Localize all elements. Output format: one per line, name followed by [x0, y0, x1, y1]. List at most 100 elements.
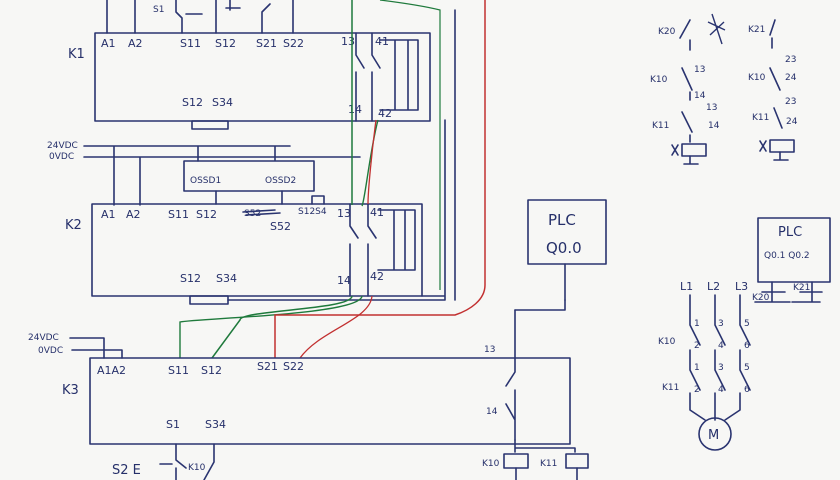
motor-k10: K10 — [658, 337, 676, 347]
aux-k20-contact — [679, 19, 691, 51]
motor-n3b: 3 — [718, 363, 724, 373]
k1-41: 41 — [375, 35, 389, 48]
k2-s12-bottom: S12 — [180, 272, 201, 285]
plc1-output: Q0.0 — [546, 239, 582, 257]
aux-coil-left-marks — [671, 144, 699, 165]
motor-m: M — [708, 428, 719, 443]
phase-l3: L3 — [735, 280, 748, 293]
motor-circuit: L1 L2 L3 K10 K11 1 3 5 2 4 6 1 3 5 2 4 6… — [658, 280, 751, 451]
supply-24vdc: 24VDC — [47, 141, 78, 151]
k3-s34: S34 — [205, 418, 226, 431]
motor-n2b: 2 — [694, 385, 700, 395]
aux-k20: K20 — [658, 27, 676, 37]
plc2-box — [757, 217, 831, 283]
aux-k10a: K10 — [650, 75, 668, 85]
k1-top-wires — [106, 0, 294, 34]
motor-n5: 5 — [744, 319, 750, 329]
aux-13a: 13 — [694, 65, 705, 75]
k3-output-contact — [505, 309, 516, 441]
plc2-outputs: Q0.1 Q0.2 — [764, 251, 810, 261]
aux-14b: 14 — [708, 121, 720, 131]
k2-contacts — [349, 203, 377, 297]
k3-s11: S11 — [168, 364, 189, 377]
green-wire-2 — [179, 119, 379, 358]
k3-13: 13 — [484, 345, 495, 355]
aux-coil-right — [769, 139, 795, 153]
k2-41: 41 — [370, 206, 384, 219]
supply-wires — [83, 145, 361, 206]
aux-coil-right-marks — [759, 140, 789, 161]
red-wire-2 — [299, 119, 377, 359]
aux-23b: 23 — [785, 97, 796, 107]
plc2-wires — [754, 281, 823, 303]
k3-output-wires — [514, 299, 576, 453]
supply-rails: 24VDC 0VDC 24VDC 0VDC — [28, 141, 361, 359]
k3-s2-label: S2 E — [112, 463, 141, 478]
green-wire-3 — [379, 0, 441, 290]
plc1-box — [527, 199, 607, 265]
supply-0vdc: 0VDC — [49, 152, 74, 162]
k2-a2: A2 — [126, 208, 141, 221]
k2-return-wire — [227, 119, 446, 301]
k2-s12s4: S12S4 — [298, 207, 327, 217]
k1-a2: A2 — [128, 37, 143, 50]
motor-n6: 6 — [744, 341, 750, 351]
k1-42: 42 — [378, 107, 392, 120]
k1-s11: S11 — [180, 37, 201, 50]
k3-s21: S21 — [257, 360, 278, 373]
motor-n6b: 6 — [744, 385, 750, 395]
k1-relay: K1 A1 A2 S11 S12 S21 S22 13 41 14 42 S12… — [68, 0, 431, 130]
k3-k10-label: K10 — [188, 463, 206, 473]
supply-24vdc-k3: 24VDC — [28, 333, 59, 343]
ossd-block — [183, 160, 315, 192]
aux-coil-left — [681, 143, 707, 157]
aux-24b: 24 — [786, 117, 798, 127]
plc-q00: PLC Q0.0 — [527, 199, 607, 301]
aux-contacts: K20 K21 23 K10 13 14 K10 24 K11 13 14 K1… — [650, 13, 798, 165]
coil-wires — [515, 467, 578, 480]
aux-k11b-contact — [773, 107, 783, 129]
plc1-title: PLC — [548, 211, 576, 229]
output-coils: K10 K11 — [482, 453, 589, 480]
motor-leads — [689, 392, 741, 421]
k1-contacts — [355, 32, 381, 122]
k3-box — [89, 357, 571, 445]
k2-s52: S52 — [270, 220, 291, 233]
aux-k21: K21 — [748, 25, 765, 35]
phase-l2: L2 — [707, 280, 720, 293]
k1-jumper — [191, 120, 229, 130]
k1-feedback-loop — [379, 39, 419, 111]
k3-bottom-switches — [159, 443, 215, 480]
k1-a1: A1 — [101, 37, 116, 50]
k3-s12: S12 — [201, 364, 222, 377]
k1-s21: S21 — [256, 37, 277, 50]
plc2-k21: K21 — [793, 283, 810, 293]
motor-n5b: 5 — [744, 363, 750, 373]
aux-k11a: K11 — [652, 121, 669, 131]
red-wire — [274, 0, 486, 358]
ossd2-label: OSSD2 — [265, 176, 296, 186]
k1-label: K1 — [68, 47, 85, 62]
k2-s11: S11 — [168, 208, 189, 221]
k2-14: 14 — [337, 274, 351, 287]
k2-13: 13 — [337, 207, 351, 220]
k2-strike — [242, 209, 281, 216]
aux-scribble — [707, 13, 726, 45]
motor-k11: K11 — [662, 383, 679, 393]
motor-n1: 1 — [694, 319, 700, 329]
k2-box — [91, 203, 423, 297]
k2-ossd-wires — [215, 190, 283, 205]
aux-23: 23 — [785, 55, 796, 65]
k1-13: 13 — [341, 35, 355, 48]
motor-k10-contacts — [689, 294, 751, 346]
coil-k10-label: K10 — [482, 459, 500, 469]
k3-a1a2: A1A2 — [97, 364, 126, 377]
motor-n4b: 4 — [718, 385, 724, 395]
plc2-title: PLC — [778, 225, 802, 240]
aux-k10b: K10 — [748, 73, 766, 83]
coil-k11 — [565, 453, 589, 469]
aux-k10a-contact — [681, 67, 693, 101]
k2-s12s4-jumper — [311, 195, 325, 205]
